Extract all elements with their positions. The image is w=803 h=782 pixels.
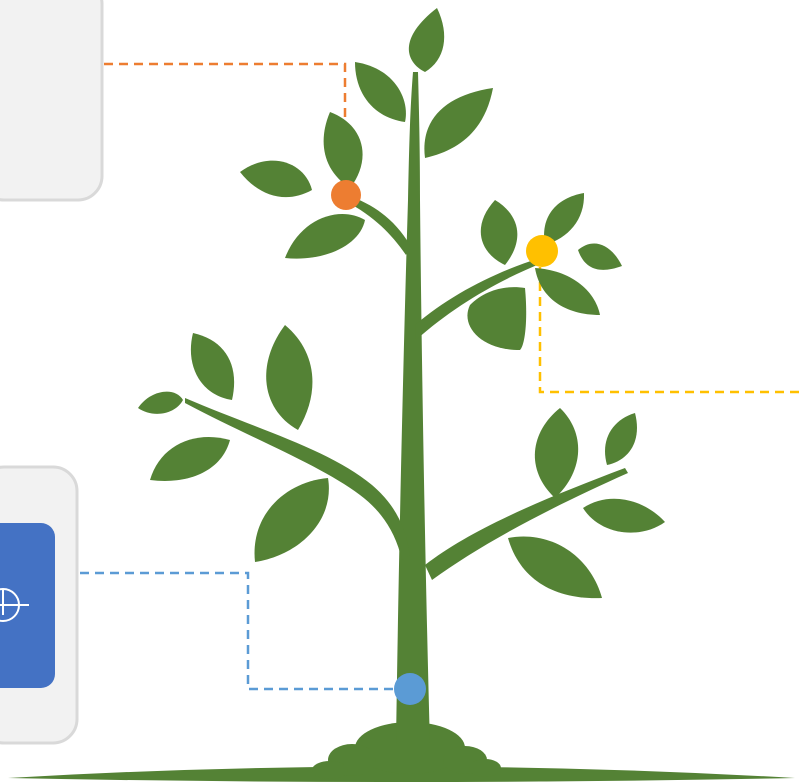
connector-top (104, 64, 345, 195)
node-bottom-blue (394, 673, 426, 705)
top-left-panel (0, 0, 102, 200)
connector-bottom (80, 573, 410, 689)
connector-right (540, 252, 803, 392)
tree-trunk (396, 72, 430, 745)
node-right-yellow (526, 235, 558, 267)
node-top-orange (331, 180, 361, 210)
